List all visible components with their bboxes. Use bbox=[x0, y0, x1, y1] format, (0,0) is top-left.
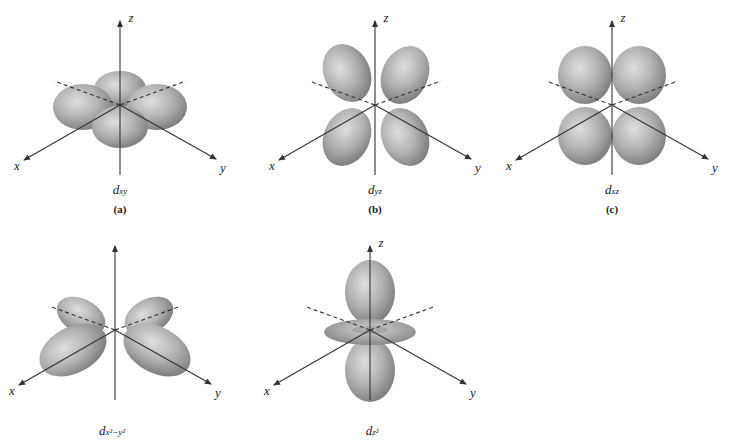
dxy-orbital bbox=[24, 21, 216, 175]
orbital-label: dx²−y² bbox=[99, 424, 125, 437]
axis-label: z bbox=[378, 236, 383, 249]
axis-label: x bbox=[14, 159, 20, 172]
dxz-orbital bbox=[516, 21, 708, 175]
axis-label: z bbox=[620, 11, 625, 24]
axis-label: y bbox=[215, 386, 221, 399]
axis-label: y bbox=[475, 161, 481, 174]
dx2-y2-orbital bbox=[19, 246, 211, 400]
orbital-label: dxy bbox=[113, 183, 128, 196]
orbital-label: dz² bbox=[366, 424, 379, 437]
axis-label: x bbox=[264, 384, 270, 397]
panel-letter: (c) bbox=[606, 204, 618, 215]
axis-label: z bbox=[383, 11, 388, 24]
dyz-orbital bbox=[279, 21, 471, 175]
orbital-label: dxz bbox=[605, 183, 619, 196]
axis-label: y bbox=[470, 386, 476, 399]
dz2-orbital bbox=[274, 246, 466, 402]
panel-letter: (a) bbox=[114, 204, 127, 215]
axis-label: z bbox=[128, 11, 133, 24]
axis-label: x bbox=[506, 159, 512, 172]
axis-label: y bbox=[712, 161, 718, 174]
axis-label: x bbox=[269, 159, 275, 172]
axis-label: y bbox=[220, 161, 226, 174]
panel-letter: (b) bbox=[368, 204, 381, 215]
axis-label: x bbox=[9, 384, 15, 397]
orbital-label: dyz bbox=[368, 183, 382, 196]
